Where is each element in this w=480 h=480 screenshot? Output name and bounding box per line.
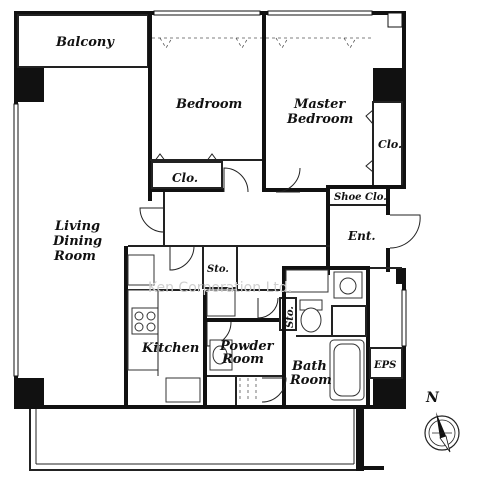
label-bath-line2: Room [289,373,332,388]
label-sto-lower: Sto. [285,306,296,328]
fridge-icon [127,254,155,286]
label-living-line3: Room [53,249,96,264]
toilet-icon [300,307,322,333]
room-labels: Balcony Bedroom Master Bedroom Clo. Clo.… [52,35,402,388]
label-sto-upper: Sto. [207,264,229,275]
label-bedroom: Bedroom [175,97,242,112]
label-powder-line2: Room [221,352,264,367]
compass-letter: N [425,390,440,406]
label-master-line2: Bedroom [286,112,353,127]
ceiling-lines [152,37,372,402]
label-ent: Ent. [347,229,376,243]
windows [13,10,407,377]
label-living-line1: Living [54,219,100,234]
interior-walls [124,11,406,408]
watermark: Ken Corporation Ltd. [148,280,292,296]
label-clo-right: Clo. [378,138,402,151]
doors [127,109,421,403]
label-clo-bedroom: Clo. [172,171,198,185]
kitchen-island [165,377,201,403]
label-living-line2: Dining [52,234,102,249]
label-master-line1: Master [293,97,346,112]
label-balcony: Balcony [55,35,115,50]
north-arrow-icon: N [424,390,460,453]
label-powder-line1: Powder [219,339,275,354]
label-kitchen: Kitchen [141,341,199,356]
label-bath-line1: Bath [291,359,327,374]
label-shoe-clo: Shoe Clo. [334,192,387,203]
label-eps: EPS [373,360,396,371]
fixtures [127,254,365,403]
bottom-balcony-railing [29,405,384,471]
